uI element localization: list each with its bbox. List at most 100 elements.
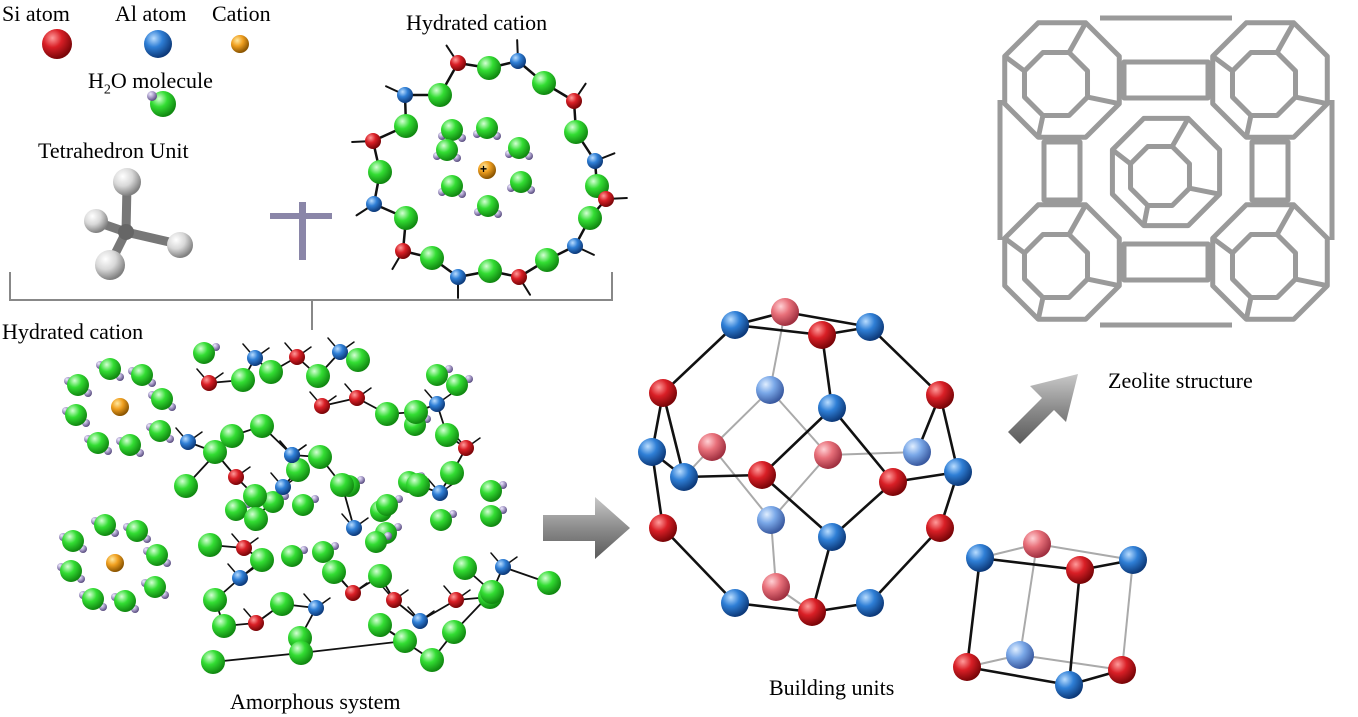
bond xyxy=(965,665,1071,687)
h2o-suffix: O molecule xyxy=(110,68,213,93)
water-molecule xyxy=(146,544,168,566)
al-atom xyxy=(903,438,931,466)
cage-octagon xyxy=(1002,20,1122,140)
al-atom xyxy=(180,434,196,450)
si-atom xyxy=(228,469,244,485)
si-atom xyxy=(365,133,381,149)
water-molecule xyxy=(477,56,501,80)
bond xyxy=(978,556,1082,572)
bond xyxy=(783,310,872,329)
water-molecule xyxy=(368,613,392,637)
cube-unit xyxy=(953,530,1147,699)
bond xyxy=(661,323,737,395)
al-atom xyxy=(412,613,428,629)
cage-strut xyxy=(1003,54,1026,73)
water-molecule xyxy=(99,358,121,380)
bond xyxy=(760,473,834,539)
si-atom xyxy=(201,375,217,391)
cage-strut xyxy=(1110,147,1133,166)
cation xyxy=(106,554,124,572)
water-molecule xyxy=(131,364,153,386)
water-molecule xyxy=(292,494,314,516)
water-molecule xyxy=(435,423,459,447)
si-atom xyxy=(1066,556,1094,584)
bond xyxy=(711,446,772,521)
h2o-label: H2O molecule xyxy=(88,70,213,97)
si-atom xyxy=(748,461,776,489)
al-atom xyxy=(1055,671,1083,699)
al-atom xyxy=(1006,641,1034,669)
water-molecule xyxy=(87,432,109,454)
si-atom xyxy=(349,390,365,406)
si-atom xyxy=(698,433,726,461)
water-molecule xyxy=(322,560,346,584)
water-molecule xyxy=(420,648,444,672)
bond xyxy=(1036,543,1134,561)
water-molecule xyxy=(510,171,532,193)
amorphous-system-label: Amorphous system xyxy=(230,689,401,714)
si-atom xyxy=(926,514,954,542)
bond xyxy=(868,325,942,397)
bond xyxy=(1019,543,1038,656)
al-atom xyxy=(1119,546,1147,574)
water-molecule xyxy=(578,206,602,230)
cage-octagon xyxy=(1002,202,1122,322)
h2o-prefix: H xyxy=(88,68,104,93)
cation-charge-sign: + xyxy=(480,162,488,176)
al-atom-label: Al atom xyxy=(115,1,187,26)
cage-inner xyxy=(1128,144,1192,208)
cube-link xyxy=(1249,139,1291,203)
sodalite-cage xyxy=(638,298,972,626)
plus-icon xyxy=(270,202,332,260)
water-molecule xyxy=(193,342,215,364)
cage-strut xyxy=(1170,117,1191,148)
cage-strut xyxy=(1066,203,1088,236)
cage-strut xyxy=(1211,236,1234,255)
bond xyxy=(661,526,737,605)
water-molecule xyxy=(126,520,148,542)
water-molecule xyxy=(376,494,398,516)
bond xyxy=(830,406,895,484)
si-atom xyxy=(649,514,677,542)
water-molecule xyxy=(430,509,452,531)
cation xyxy=(111,398,129,416)
water-molecule xyxy=(480,480,502,502)
cube-link xyxy=(1041,139,1083,203)
al-atom xyxy=(346,520,362,536)
water-molecule xyxy=(480,505,502,527)
si-atom xyxy=(450,55,466,71)
si-atom-label: Si atom xyxy=(2,1,70,26)
water-molecule xyxy=(365,531,387,553)
al-atom xyxy=(818,394,846,422)
al-atom xyxy=(856,589,884,617)
cage-octagon xyxy=(1210,202,1330,322)
al-atom xyxy=(275,479,291,495)
bond xyxy=(733,323,824,337)
water-molecule xyxy=(441,119,463,141)
cage-strut xyxy=(1066,21,1088,54)
cage-strut xyxy=(1003,236,1026,255)
water-molecule xyxy=(532,71,556,95)
bond xyxy=(300,640,406,654)
si-atom xyxy=(314,398,330,414)
hydrated-cation-left-label: Hydrated cation xyxy=(2,319,144,344)
cage-strut xyxy=(1243,114,1254,138)
water-molecule xyxy=(440,461,464,485)
si-atom xyxy=(879,468,907,496)
brace-icon xyxy=(9,272,613,330)
water-molecule xyxy=(114,590,136,612)
cage-strut xyxy=(1086,94,1120,107)
water-molecule xyxy=(286,458,310,482)
water-molecule xyxy=(442,620,466,644)
cage-strut xyxy=(1274,203,1296,236)
si-atom xyxy=(566,93,582,109)
si-atom xyxy=(798,598,826,626)
al-atom xyxy=(284,447,300,463)
al-atom xyxy=(721,589,749,617)
al-atom xyxy=(247,350,263,366)
al-atom xyxy=(756,376,784,404)
cation-legend-icon xyxy=(231,35,249,53)
water-molecule xyxy=(368,564,392,588)
cage-inner xyxy=(1229,231,1299,301)
